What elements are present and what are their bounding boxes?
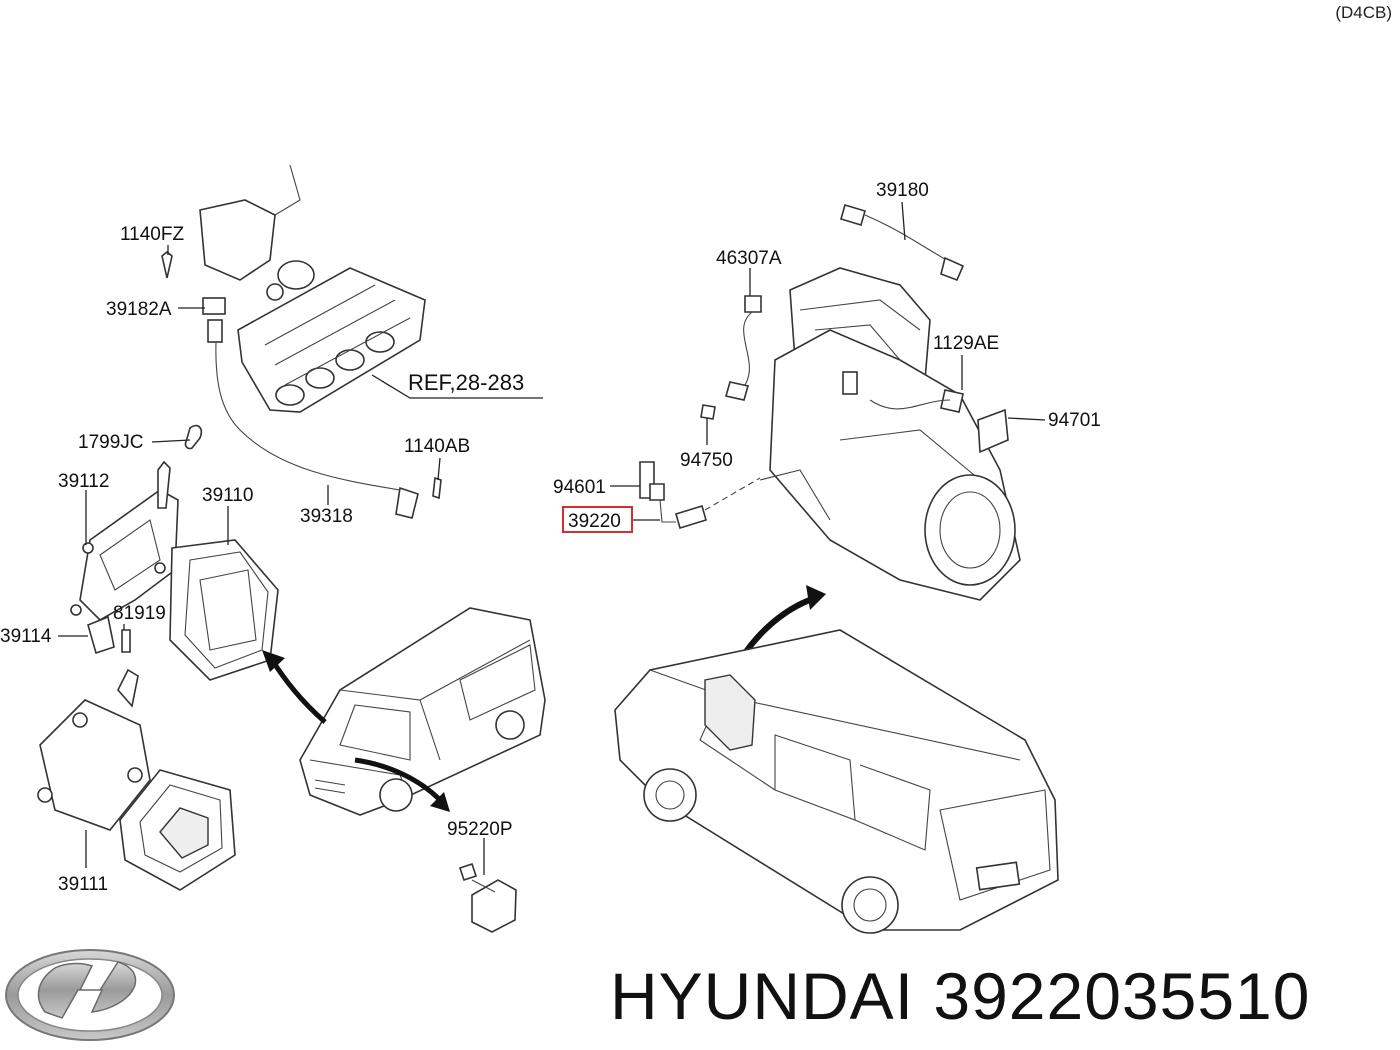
leader-lines [58, 201, 1046, 875]
callout-1799JC: 1799JC [78, 432, 144, 453]
diagram-code: (D4CB) [1335, 3, 1392, 22]
callout-39112: 39112 [58, 471, 109, 492]
callout-1140AB: 1140AB [404, 436, 470, 457]
callout-39182A: 39182A [106, 299, 172, 320]
callout-ref-28-283: REF,28-283 [408, 370, 524, 395]
callout-46307A: 46307A [716, 248, 782, 269]
callout-39114: 39114 [0, 626, 52, 647]
highlight-box [562, 506, 633, 533]
callout-81919: 81919 [113, 603, 166, 624]
callout-39110: 39110 [202, 485, 253, 506]
sensor-wires [639, 204, 965, 530]
callout-94601: 94601 [553, 477, 606, 498]
callout-1140FZ: 1140FZ [120, 224, 184, 245]
pointer-arrows [262, 585, 826, 812]
callout-39220: 39220 [568, 511, 621, 532]
brand-part-number: HYUNDAI 3922035510 [610, 958, 1310, 1034]
callout-95220P: 95220P [447, 819, 513, 840]
callout-94750: 94750 [680, 450, 733, 471]
callout-39180: 39180 [876, 180, 929, 201]
callout-39318: 39318 [300, 506, 353, 527]
callout-94701: 94701 [1048, 410, 1101, 431]
relay-drawing [458, 862, 517, 933]
intake-manifold-drawing [161, 164, 442, 519]
part-number: 3922035510 [933, 959, 1311, 1033]
callout-39111: 39111 [58, 874, 108, 895]
engine-drawing [759, 267, 1021, 601]
ecm-bracket-drawing [37, 460, 279, 891]
rear-van-drawing [614, 629, 1059, 934]
hyundai-logo-icon [5, 949, 175, 1041]
callout-1129AE: 1129AE [933, 333, 999, 354]
brand-name: HYUNDAI [610, 959, 915, 1033]
